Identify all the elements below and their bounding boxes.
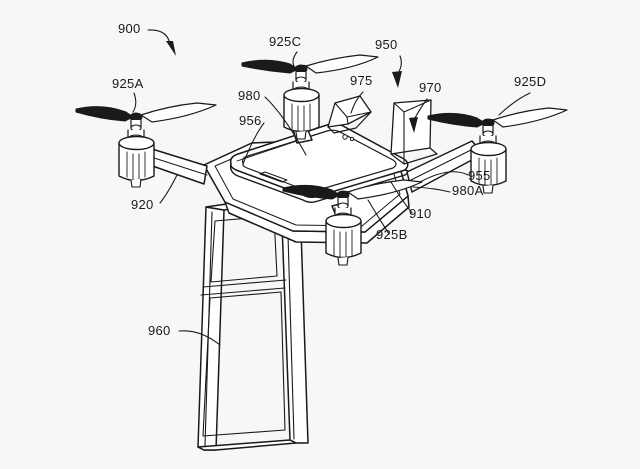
antenna-assembly — [327, 95, 438, 165]
label-910: 910 — [409, 206, 432, 221]
landing-gear — [197, 195, 309, 451]
propulsion-assembly-left — [75, 102, 217, 188]
label-925A: 925A — [112, 76, 144, 91]
propulsion-assembly-right — [427, 107, 568, 194]
label-925C: 925C — [269, 34, 301, 49]
label-980: 980 — [238, 88, 261, 103]
label-975: 975 — [350, 73, 373, 88]
label-956: 956 — [239, 113, 262, 128]
label-925D: 925D — [514, 74, 546, 89]
leader-lines — [132, 29, 531, 346]
label-980A: 980A — [452, 183, 484, 198]
label-920: 920 — [131, 197, 154, 212]
label-950: 950 — [375, 37, 398, 52]
reference-numerals: 900 925A 925C 950 975 970 925D 980 956 9… — [112, 21, 546, 338]
label-925B: 925B — [376, 227, 408, 242]
propulsion-assembly-rear — [241, 54, 379, 140]
label-960: 960 — [148, 323, 171, 338]
label-900: 900 — [118, 21, 141, 36]
propulsion-assembly-front — [282, 179, 423, 266]
label-955: 955 — [468, 168, 491, 183]
label-970: 970 — [419, 80, 442, 95]
leader-arrowheads — [166, 41, 418, 133]
display-device — [229, 122, 409, 203]
